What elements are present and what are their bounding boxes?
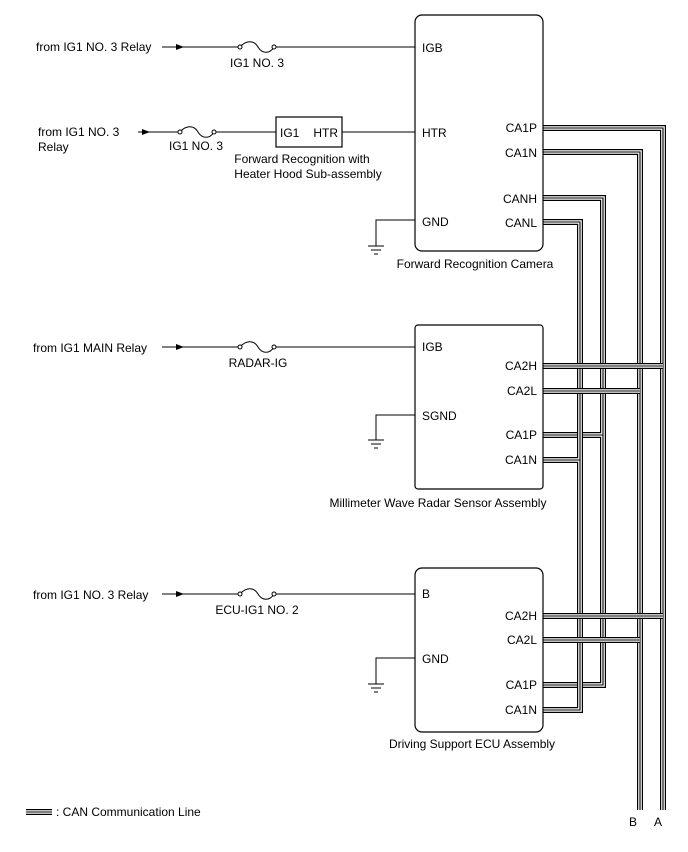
radar-pin-igb: IGB [422, 340, 443, 354]
connector-b-label: B [629, 815, 637, 829]
fuse-icon [239, 41, 275, 53]
fuse-icon [179, 126, 215, 138]
radar-pin-ca1p: CA1P [506, 428, 537, 442]
can-line-camera-ca1p [543, 127, 664, 810]
fuse-icon [239, 341, 275, 353]
camera-pin-canl: CANL [505, 216, 537, 230]
radar-pin-ca1n: CA1N [505, 453, 537, 467]
fuse-radar: RADAR-IG [229, 356, 288, 370]
arrow-icon [176, 344, 184, 350]
radar-ground [368, 414, 415, 449]
radar-pin-ca2h: CA2H [505, 359, 537, 373]
camera-pin-canh: CANH [503, 192, 537, 206]
heater-name-line1: Forward Recognition with [234, 152, 369, 166]
forward-recognition-camera: IGB HTR GND CA1P CA1N CANH CANL Forward … [397, 14, 554, 271]
heater-pin-ig1: IG1 [280, 126, 300, 140]
arrow-icon [142, 129, 150, 135]
source-camera-htr-line1: from IG1 NO. 3 [38, 125, 120, 139]
fuse-camera-htr: IG1 NO. 3 [169, 139, 223, 153]
camera-igb-supply: from IG1 NO. 3 Relay IG1 NO. 3 [36, 40, 415, 70]
driving-support-ecu: B GND CA2H CA2L CA1P CA1N Driving Suppor… [389, 567, 555, 751]
ecu-pin-gnd: GND [422, 652, 449, 666]
source-camera-htr-line2: Relay [38, 140, 69, 154]
ground-icon [368, 683, 384, 693]
ecu-box [414, 567, 544, 733]
ecu-pin-ca1p: CA1P [506, 678, 537, 692]
source-ecu: from IG1 NO. 3 Relay [33, 588, 148, 602]
ground-icon [368, 439, 384, 449]
camera-name: Forward Recognition Camera [397, 257, 554, 271]
radar-pin-sgnd: SGND [422, 409, 457, 423]
camera-pin-ca1p: CA1P [506, 121, 537, 135]
camera-box [414, 14, 544, 252]
heater-pin-htr: HTR [313, 126, 338, 140]
can-line-camera-ca1n [543, 151, 641, 810]
heater-name-line2: Heater Hood Sub-assembly [234, 167, 381, 181]
ecu-b-supply: from IG1 NO. 3 Relay ECU-IG1 NO. 2 [33, 588, 415, 617]
camera-ground [368, 219, 415, 255]
can-bus-lines [543, 125, 666, 810]
can-line-camera-canl [543, 221, 581, 711]
can-line-camera-canh [543, 197, 604, 686]
camera-pin-ca1n: CA1N [505, 146, 537, 160]
ground-icon [368, 245, 384, 255]
fuse-camera-igb: IG1 NO. 3 [230, 56, 284, 70]
arrow-icon [176, 44, 184, 50]
camera-htr-supply: from IG1 NO. 3 Relay IG1 NO. 3 IG1 HTR F… [38, 116, 415, 181]
arrow-icon [176, 591, 184, 597]
legend-text: : CAN Communication Line [56, 805, 201, 819]
legend: : CAN Communication Line [26, 805, 201, 819]
source-camera-igb: from IG1 NO. 3 Relay [36, 40, 151, 54]
camera-pin-htr: HTR [422, 126, 447, 140]
ecu-pin-ca2l: CA2L [507, 633, 537, 647]
ecu-name: Driving Support ECU Assembly [389, 737, 555, 751]
radar-name: Millimeter Wave Radar Sensor Assembly [330, 496, 547, 510]
ecu-pin-ca2h: CA2H [505, 609, 537, 623]
fuse-ecu: ECU-IG1 NO. 2 [215, 603, 299, 617]
radar-pin-ca2l: CA2L [507, 384, 537, 398]
ecu-pin-ca1n: CA1N [505, 703, 537, 717]
camera-pin-igb: IGB [422, 41, 443, 55]
radar-igb-supply: from IG1 MAIN Relay RADAR-IG [33, 341, 415, 370]
radar-box [414, 324, 544, 490]
source-radar: from IG1 MAIN Relay [33, 341, 147, 355]
camera-pin-gnd: GND [422, 215, 449, 229]
fuse-icon [239, 588, 275, 600]
ecu-ground [368, 657, 415, 693]
millimeter-wave-radar-sensor: IGB SGND CA2H CA2L CA1P CA1N Millimeter … [330, 324, 547, 510]
connector-a-label: A [654, 815, 662, 829]
ecu-pin-b: B [422, 587, 430, 601]
